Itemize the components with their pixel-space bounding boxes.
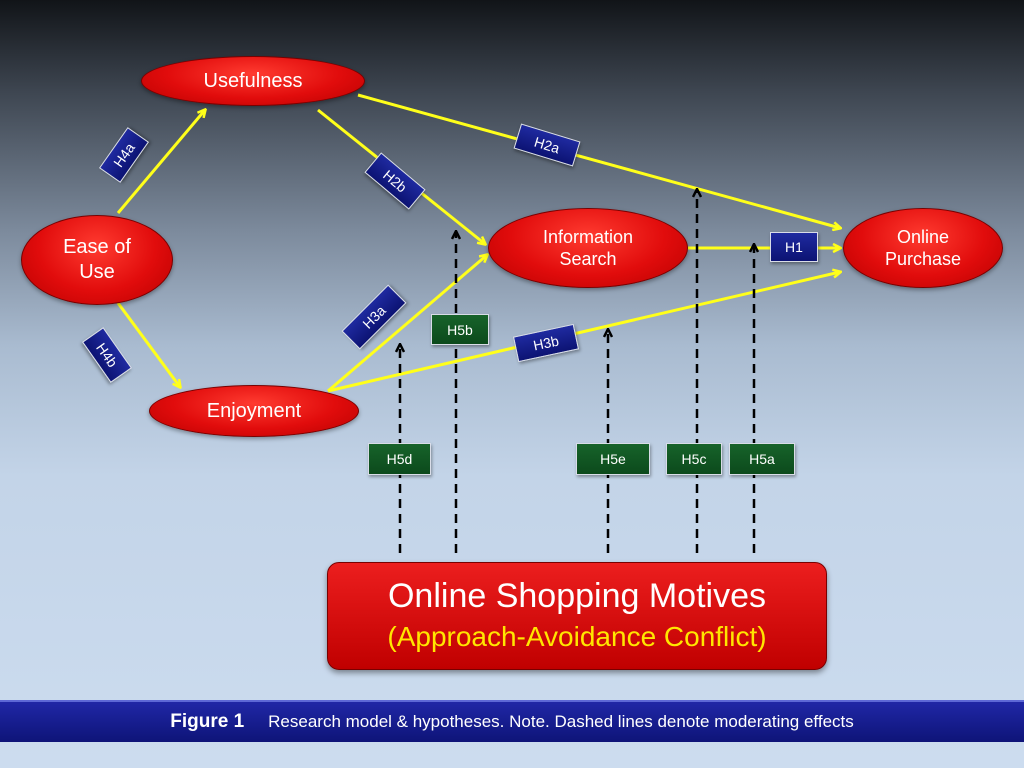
moderator-title: Online Shopping Motives	[387, 577, 766, 615]
node-usefulness: Usefulness	[141, 56, 365, 106]
arrow-h3a	[327, 255, 487, 393]
node-enjoyment: Enjoyment	[149, 385, 359, 437]
arrow-h3b	[327, 272, 840, 393]
node-ease-of-use: Ease of Use	[21, 215, 173, 305]
research-model-diagram: Usefulness Ease of Use Enjoyment Informa…	[21, 56, 1024, 670]
arrow-h4b	[116, 302, 180, 387]
hypothesis-h5b: H5b	[431, 314, 489, 345]
arrows-layer	[116, 93, 1024, 553]
figure-label: Figure 1	[170, 711, 245, 732]
hypothesis-h5a: H5a	[729, 443, 795, 475]
arrow-h4a	[116, 110, 205, 214]
moderator-box-online-shopping-motives: Online Shopping Motives (Approach-Avoida…	[327, 562, 827, 670]
figure-caption-bar: Figure 1 Research model & hypotheses. No…	[0, 700, 1024, 742]
hypothesis-h1: H1	[770, 232, 818, 262]
moderator-subtitle: (Approach-Avoidance Conflict)	[387, 621, 767, 652]
figure-description: Research model & hypotheses. Note. Dashe…	[268, 712, 854, 731]
node-information-search: Information Search	[488, 208, 688, 288]
arrow-h2a	[357, 93, 840, 228]
node-online-purchase: Online Purchase	[843, 208, 1003, 288]
hypothesis-h5d: H5d	[368, 443, 431, 475]
hypothesis-h5e: H5e	[576, 443, 650, 475]
hypothesis-h5c: H5c	[666, 443, 722, 475]
